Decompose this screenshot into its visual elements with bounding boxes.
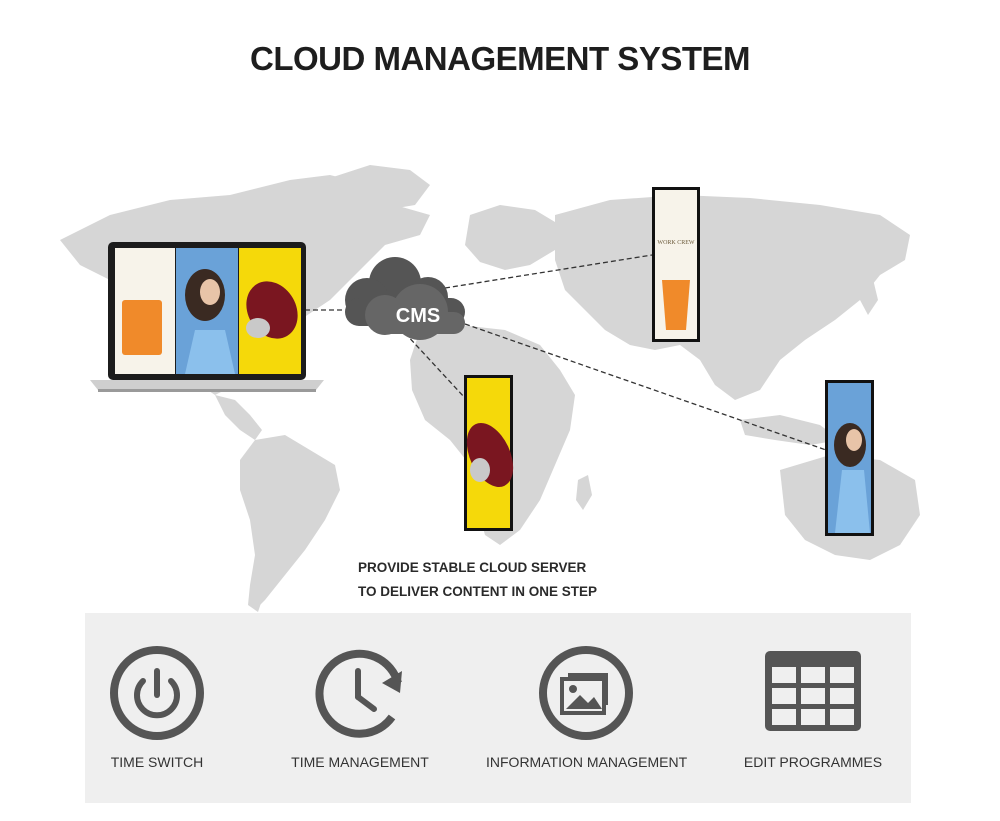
cms-label: CMS	[396, 305, 440, 327]
screen-brand: WORK CREW	[657, 240, 695, 246]
continent-europe	[465, 205, 560, 270]
laptop-person-dress	[185, 330, 235, 374]
continent-greenland	[330, 165, 430, 210]
continent-asia	[555, 195, 910, 400]
feature-label: TIME MANAGEMENT	[291, 754, 429, 770]
stretched-screen-top: WORK CREW	[652, 187, 700, 342]
power-icon	[110, 646, 204, 740]
laptop-base	[90, 380, 324, 390]
connector-cloud-middle-screen	[404, 332, 466, 399]
feature-panel: TIME SWITCH TIME MANAGEMENT INFORMATION …	[85, 613, 911, 803]
connector-cloud-top-screen	[444, 254, 653, 289]
continent-madagascar	[576, 475, 592, 510]
clock-refresh-icon	[315, 649, 402, 738]
laptop	[90, 242, 324, 392]
caption: PROVIDE STABLE CLOUD SERVER TO DELIVER C…	[358, 556, 597, 604]
caption-line-2: TO DELIVER CONTENT IN ONE STEP	[358, 584, 598, 599]
feature-label: EDIT PROGRAMMES	[743, 754, 883, 770]
image-gallery-icon	[539, 646, 633, 740]
continent-central-america	[215, 395, 262, 440]
stretched-screen-middle	[464, 375, 514, 531]
table-grid-icon	[765, 651, 861, 731]
feature-label: INFORMATION MANAGEMENT	[486, 754, 688, 770]
stretched-screen-right	[825, 380, 874, 536]
continent-japan	[860, 275, 878, 315]
laptop-can-top	[246, 318, 270, 338]
page-title: CLOUD MANAGEMENT SYSTEM	[250, 40, 751, 77]
feature-label: TIME SWITCH	[110, 754, 204, 770]
cms-cloud: CMS	[345, 257, 465, 340]
caption-line-1: PROVIDE STABLE CLOUD SERVER	[358, 560, 587, 575]
continent-south-america	[240, 435, 340, 610]
continent-indonesia	[740, 415, 840, 445]
laptop-drink	[122, 300, 162, 355]
connector-lines	[305, 254, 827, 451]
laptop-base-shadow	[98, 389, 316, 392]
laptop-person-face	[200, 279, 220, 305]
continent-south-tip	[248, 585, 262, 612]
